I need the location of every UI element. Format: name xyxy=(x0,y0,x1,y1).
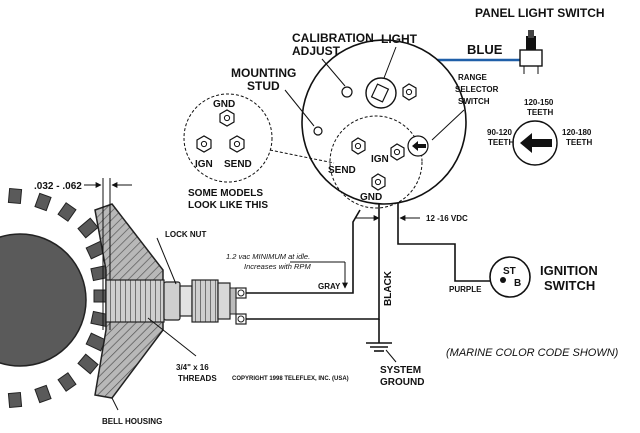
ign-terminal xyxy=(390,143,405,161)
st-label: ST xyxy=(503,266,516,277)
gap-label: .032 - .062 xyxy=(34,181,82,192)
ground-label: GROUND xyxy=(380,377,424,388)
threads-label: THREADS xyxy=(178,374,217,383)
ignition-label: IGNITION xyxy=(540,263,598,278)
threads-size-label: 3/4" x 16 xyxy=(176,363,209,372)
teeth-120-180-unit: TEETH xyxy=(566,138,592,147)
b-label: B xyxy=(514,278,521,289)
magnetic-pickup-sensor xyxy=(105,279,247,325)
lock-nut-label: LOCK NUT xyxy=(165,230,206,239)
flywheel-gear xyxy=(0,187,111,409)
terminal-area-dashed xyxy=(329,115,423,209)
look-like-this-label: LOOK LIKE THIS xyxy=(188,200,268,211)
inset-ign-nut xyxy=(196,135,212,153)
ignition-switch-label: SWITCH xyxy=(544,278,595,293)
lock-nut-leader xyxy=(156,237,177,285)
calibration-label: CALIBRATION xyxy=(292,31,374,45)
stud-label: STUD xyxy=(247,79,280,93)
adjust-label: ADJUST xyxy=(292,44,341,58)
vac-line2: Increases with RPM xyxy=(244,262,311,271)
gnd-label: GND xyxy=(360,192,382,203)
tachometer-gauge xyxy=(301,39,467,209)
purple-label: PURPLE xyxy=(449,285,482,294)
calibration-adjust-hole xyxy=(341,86,353,98)
gnd-terminal xyxy=(371,173,386,191)
teeth-120-150-unit: TEETH xyxy=(527,108,553,117)
range-label: RANGE xyxy=(458,73,488,82)
marine-note: (MARINE COLOR CODE SHOWN) xyxy=(446,347,619,359)
mounting-label: MOUNTING xyxy=(231,66,296,80)
calibration-leader xyxy=(321,58,346,87)
teeth-120-180-label: 120-180 xyxy=(562,128,592,137)
teeth-90-120-label: 90-120 xyxy=(487,128,512,137)
light-socket xyxy=(365,77,397,109)
alternate-model-inset xyxy=(183,93,335,183)
inset-gnd-nut xyxy=(219,109,235,127)
sensor-terminal-bottom xyxy=(235,313,247,325)
inset-send-nut xyxy=(229,135,245,153)
mounting-stud-hole xyxy=(313,126,323,136)
ignition-switch xyxy=(489,256,531,298)
light-terminal xyxy=(402,83,417,101)
teeth-120-150-label: 120-150 xyxy=(524,98,554,107)
send-terminal xyxy=(351,137,366,155)
system-ground-symbol xyxy=(366,319,392,352)
selector-label: SELECTOR xyxy=(455,85,499,94)
blue-label: BLUE xyxy=(467,42,503,57)
vac-line1: 1.2 vac MINIMUM at idle. xyxy=(226,252,310,261)
threads-leader xyxy=(147,317,197,357)
range-leader xyxy=(431,109,465,141)
panel-light-switch xyxy=(519,30,543,74)
ground-leader xyxy=(385,349,397,363)
inset-gnd-label: GND xyxy=(213,99,235,110)
system-label: SYSTEM xyxy=(380,365,421,376)
teeth-90-120-unit: TEETH xyxy=(488,138,514,147)
purple-wire xyxy=(397,160,490,282)
bell-housing-label: BELL HOUSING xyxy=(102,417,162,426)
ign-label: IGN xyxy=(371,154,389,165)
bell-housing-leader xyxy=(111,397,119,411)
mounting-leader xyxy=(284,89,315,127)
inset-ign-label: IGN xyxy=(195,159,213,170)
light-label: LIGHT xyxy=(381,32,418,46)
send-label: SEND xyxy=(328,165,356,176)
range-selector-switch xyxy=(407,135,429,157)
gray-label: GRAY xyxy=(318,282,341,291)
copyright: COPYRIGHT 1998 TELEFLEX, INC. (USA) xyxy=(232,376,349,382)
some-models-label: SOME MODELS xyxy=(188,188,263,199)
light-leader xyxy=(383,46,397,79)
panel-light-switch-label: PANEL LIGHT SWITCH xyxy=(475,6,605,20)
switch-label: SWITCH xyxy=(458,97,490,106)
gray-wire xyxy=(246,209,361,294)
range-selector-detail xyxy=(512,120,558,166)
inset-send-label: SEND xyxy=(224,159,252,170)
sensor-terminal-top xyxy=(235,287,247,299)
black-label: BLACK xyxy=(383,270,394,306)
vdc-label: 12 -16 VDC xyxy=(426,214,468,223)
